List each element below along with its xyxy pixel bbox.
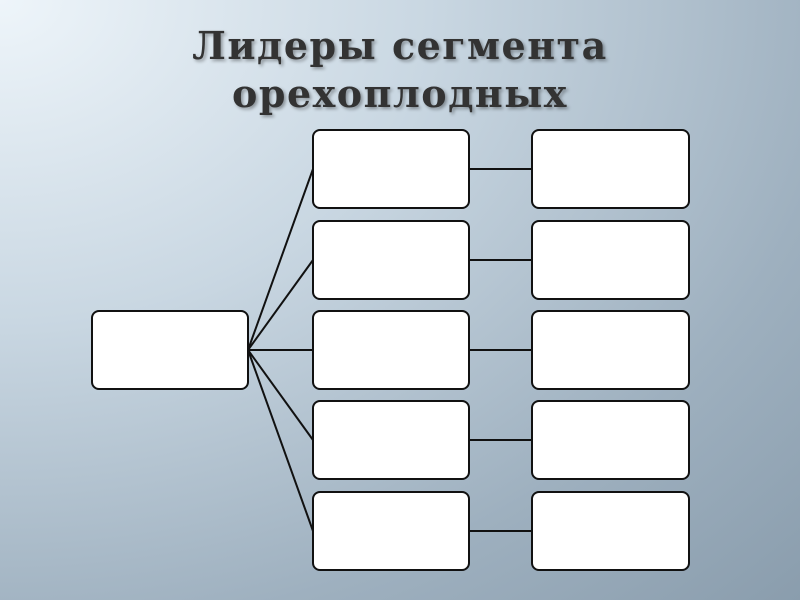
level1-box-2 bbox=[312, 220, 470, 300]
level1-box-5 bbox=[312, 491, 470, 571]
slide-title: Лидеры сегмента орехоплодных bbox=[0, 22, 800, 118]
level2-box-5 bbox=[531, 491, 690, 571]
level2-box-4 bbox=[531, 400, 690, 480]
level1-box-3 bbox=[312, 310, 470, 390]
connector-root-to-box-5 bbox=[247, 349, 314, 532]
connector-root-to-box-2 bbox=[247, 259, 314, 351]
connector-root-to-box-4 bbox=[247, 349, 314, 441]
title-line-2: орехоплодных bbox=[232, 71, 568, 116]
level2-box-3 bbox=[531, 310, 690, 390]
level1-box-1 bbox=[312, 129, 470, 209]
connector-root-to-box-1 bbox=[247, 168, 314, 351]
title-line-1: Лидеры сегмента bbox=[192, 23, 608, 68]
level1-box-4 bbox=[312, 400, 470, 480]
level2-box-1 bbox=[531, 129, 690, 209]
root-box bbox=[91, 310, 249, 390]
level2-box-2 bbox=[531, 220, 690, 300]
